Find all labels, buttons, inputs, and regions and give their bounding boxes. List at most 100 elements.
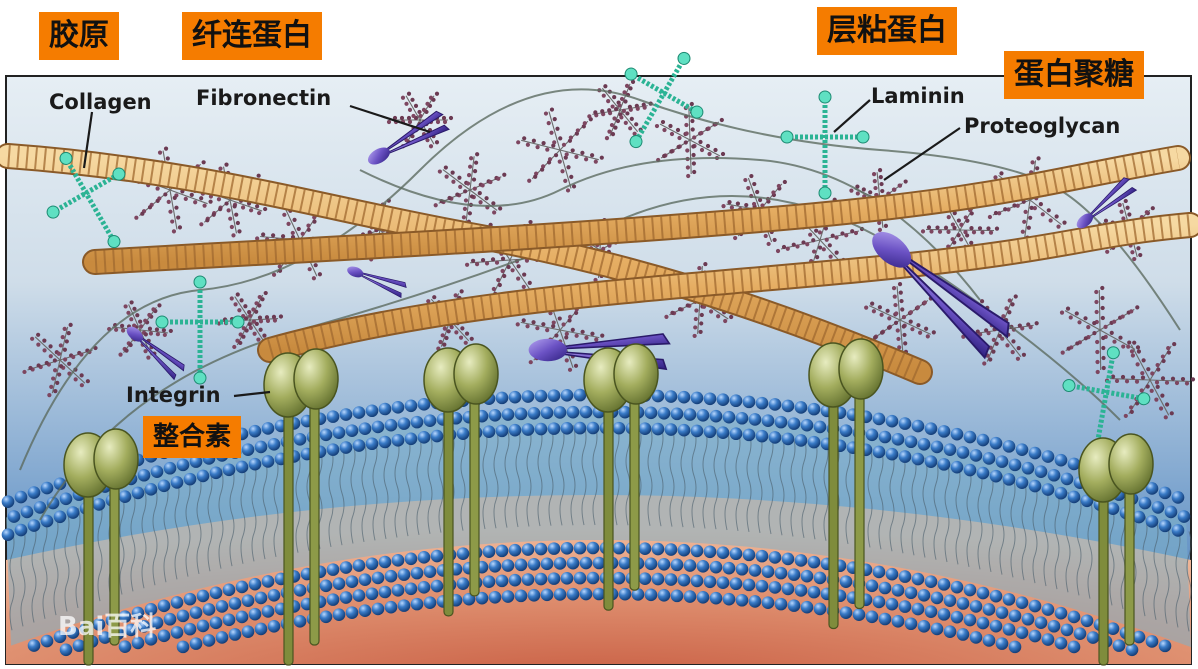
lipid-head	[956, 597, 970, 610]
lipid-head	[1171, 491, 1185, 504]
lipid-head	[742, 428, 756, 442]
lipid-head	[885, 567, 899, 581]
lipid-head	[755, 396, 769, 410]
lipid-head	[228, 628, 242, 641]
lipid-head	[352, 589, 366, 602]
lipid-head	[131, 486, 145, 500]
lipid-head	[924, 422, 938, 435]
lipid-head	[501, 408, 515, 421]
lipid-head	[904, 617, 918, 631]
lipid-head	[157, 479, 171, 493]
lipid-head	[1106, 622, 1120, 636]
lipid-head	[423, 596, 437, 610]
lipid-head	[807, 555, 821, 569]
lipid-head	[144, 483, 158, 496]
lipid-head	[1145, 635, 1159, 648]
lipid-head	[553, 557, 567, 570]
lipid-head	[267, 437, 281, 451]
lipid-head	[781, 399, 795, 413]
lipid-head	[937, 425, 951, 438]
lipid-head	[1041, 450, 1055, 463]
lipid-head	[124, 623, 138, 637]
lipid-head	[222, 583, 236, 597]
lipid-head	[592, 556, 606, 570]
lipid-head	[358, 573, 372, 587]
lipid-head	[657, 557, 671, 571]
lipid-head	[1041, 633, 1055, 646]
fibronectin-leader	[349, 104, 431, 134]
lipid-head	[118, 490, 132, 503]
integrin	[423, 343, 499, 617]
lipid-head	[592, 587, 606, 601]
lipid-head	[950, 460, 964, 474]
lipid-head	[352, 439, 366, 452]
lipid-head	[748, 564, 762, 577]
lipid-head	[248, 577, 262, 591]
lipid-head	[930, 622, 944, 636]
lipid-head	[261, 605, 275, 618]
lipid-head	[878, 430, 892, 444]
fibronectin-cn-tag: 纤连蛋白	[182, 12, 322, 60]
lipid-head	[722, 592, 736, 606]
lipid-head	[365, 587, 379, 601]
lipid-head	[683, 590, 697, 603]
lipid-head	[722, 561, 736, 575]
lipid-head	[787, 417, 801, 430]
lipid-head	[911, 419, 925, 433]
lipid-head	[514, 407, 528, 421]
lipid-head	[547, 542, 561, 555]
lipid-head	[488, 591, 502, 604]
lipid-head	[995, 637, 1009, 650]
lipid-head	[488, 409, 502, 422]
lipid-head	[339, 408, 353, 421]
lipid-head	[664, 390, 678, 403]
lipid-head	[872, 445, 886, 459]
lipid-head	[521, 423, 535, 436]
lipid-head	[937, 578, 951, 591]
lipid-head	[404, 432, 418, 446]
lipid-head	[1054, 453, 1068, 467]
lipid-head	[865, 610, 879, 624]
lipid-head	[33, 501, 47, 514]
lipid-head	[729, 427, 743, 441]
lipid-head	[982, 603, 996, 616]
lipid-head	[566, 405, 580, 419]
lipid-head	[196, 589, 210, 603]
lipid-head	[371, 602, 385, 616]
lipid-head	[781, 432, 795, 446]
lipid-head	[794, 584, 808, 597]
lipid-head	[560, 389, 574, 402]
lipid-head	[144, 633, 158, 646]
fibronectin	[126, 326, 185, 381]
lipid-head	[865, 428, 879, 442]
fibronectin	[347, 266, 407, 299]
lipid-head	[378, 435, 392, 449]
lipid-head	[670, 558, 684, 572]
lipid-head	[163, 612, 177, 626]
lipid-head	[1028, 629, 1042, 643]
lipid-head	[345, 606, 359, 619]
lipid-head	[703, 392, 717, 406]
lipid-head	[1132, 510, 1146, 524]
lipid-head	[1015, 596, 1029, 609]
lipid-head	[683, 559, 697, 572]
lipid-head	[59, 643, 73, 657]
lipid-head	[709, 560, 723, 574]
lipid-head	[1008, 640, 1022, 654]
lipid-head	[352, 406, 366, 419]
fibronectin-group	[126, 110, 1138, 381]
lipid-head	[131, 636, 145, 650]
integrin	[583, 343, 659, 611]
lipid-head	[332, 426, 346, 439]
lipid-head	[989, 589, 1003, 603]
lipid-head	[547, 422, 561, 435]
collagen-fibers	[0, 143, 1198, 385]
lipid-head	[950, 580, 964, 594]
lipid-head	[963, 613, 977, 627]
lipid-head	[176, 609, 190, 623]
lipid-head	[807, 435, 821, 449]
lipid-head	[1132, 630, 1146, 644]
lipid-head	[553, 406, 567, 419]
lipid-head	[254, 591, 268, 605]
lipid-head	[176, 458, 190, 472]
